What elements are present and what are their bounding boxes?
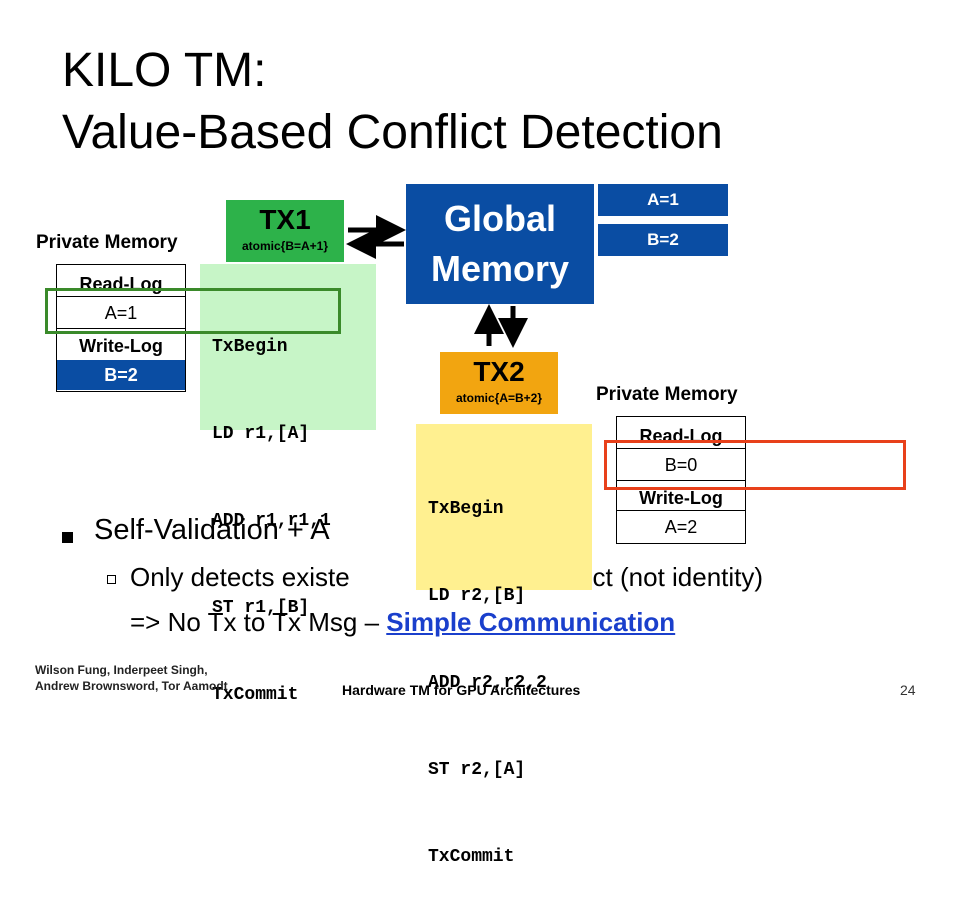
tx1-code-block: TxBegin LD r1,[A] ADD r1,r1,1 ST r1,[B] …: [200, 264, 376, 705]
arrows-layer: [346, 215, 528, 348]
tx2-header: TX2 atomic{A=B+2}: [440, 352, 558, 414]
global-memory-box: Global Memory: [406, 184, 594, 304]
highlight-box-red: [604, 440, 906, 490]
tx1-code-line: TxCommit: [212, 685, 299, 705]
tx1-atomic: atomic{B=A+1}: [241, 239, 329, 253]
footer-authors-line-2: Andrew Brownsword, Tor Aamodt: [35, 679, 228, 693]
bullet-main: Self-Validation + A: [94, 514, 330, 546]
tx2-atomic: atomic{A=B+2}: [455, 391, 543, 405]
left-write-log-header: Write-Log: [79, 336, 163, 356]
page-number: 24: [900, 682, 916, 698]
bullet-sub-2-prefix: => No Tx to Tx Msg –: [130, 607, 387, 637]
tx1-code-line: ST r1,[B]: [212, 598, 310, 618]
footer-authors: Wilson Fung, Inderpeet Singh, Andrew Bro…: [35, 662, 228, 694]
slide-title: KILO TM: Value-Based Conflict Detection: [62, 40, 723, 164]
global-memory-line-2: Memory: [430, 248, 570, 289]
tx2-code-block: TxBegin LD r2,[B] ADD r2,r2,2 ST r2,[A] …: [416, 424, 592, 867]
left-private-memory-label: Private Memory: [36, 232, 178, 253]
right-write-log-value: A=2: [664, 517, 698, 537]
bullet-sub-1-tail: lict (not identity): [581, 562, 764, 592]
left-read-log-value: A=1: [57, 297, 185, 329]
left-log-box: Read-Log A=1 Write-Log B=2: [56, 264, 186, 392]
global-value-b: B=2: [598, 224, 728, 256]
bullet-sub-2: => No Tx to Tx Msg – Simple Communicatio…: [130, 607, 675, 638]
tx2-code-line: ADD r2,r2,2: [428, 673, 547, 693]
right-private-memory-label: Private Memory: [596, 384, 738, 405]
tx2-code-line: ST r2,[A]: [428, 760, 526, 780]
left-write-log-value: B=2: [57, 360, 185, 390]
highlight-box-green: [45, 288, 341, 334]
simple-communication-link[interactable]: Simple Communication: [386, 607, 676, 637]
tx2-name: TX2: [473, 356, 525, 387]
tx2-code-line: LD r2,[B]: [428, 586, 526, 606]
global-memory-line-1: Global: [443, 198, 556, 239]
footer-title: Hardware TM for GPU Architectures: [342, 682, 581, 698]
sub-bullet-square-icon: [107, 575, 116, 584]
tx1-name: TX1: [259, 204, 311, 235]
footer-authors-line-1: Wilson Fung, Inderpeet Singh,: [35, 663, 208, 677]
tx1-code-line: LD r1,[A]: [212, 424, 310, 444]
bullet-sub-1: Only detects existe: [130, 562, 350, 592]
tx2-code-line: TxCommit: [428, 847, 515, 867]
right-read-log-value: B=0: [617, 449, 745, 481]
tx1-code-line: TxBegin: [212, 337, 288, 357]
bullet-square-icon: [62, 532, 73, 543]
tx1-header: TX1 atomic{B=A+1}: [226, 200, 344, 262]
global-value-a: A=1: [598, 184, 728, 216]
title-line-1: KILO TM:: [62, 44, 267, 97]
tx2-code-line: TxBegin: [428, 499, 504, 519]
tx1-code-line: ADD r1,r1,1: [212, 511, 331, 531]
right-write-log-header: Write-Log: [617, 481, 745, 511]
title-line-2: Value-Based Conflict Detection: [62, 106, 723, 159]
